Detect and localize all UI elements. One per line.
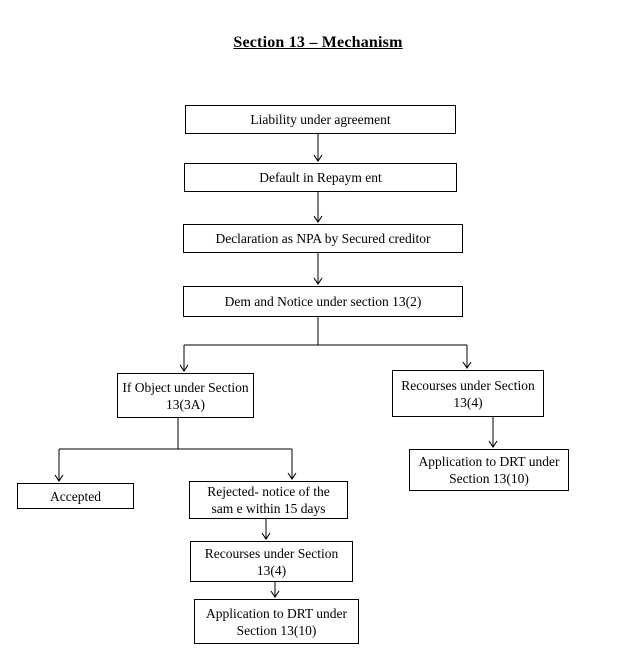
edge-recourses-right-to-drt-right <box>488 417 498 448</box>
arrowhead-icon <box>179 364 189 372</box>
edge-object-to-rejected <box>287 449 297 480</box>
arrowhead-icon <box>287 472 297 480</box>
edge-default-to-npa <box>313 192 323 223</box>
node-text: Accepted <box>50 488 101 504</box>
node-text: Dem and Notice under section 13(2) <box>224 294 422 309</box>
edge-recourses-left-to-drt-left <box>270 582 280 598</box>
node-rejected-notice: Rejected- notice of the sam e within 15 … <box>189 481 348 519</box>
node-text: 13(4) <box>453 394 483 410</box>
node-text: 13(4) <box>256 562 287 578</box>
node-liability-under-agreement: Liability under agreement <box>185 105 456 134</box>
edge-object-to-accepted <box>54 449 64 482</box>
node-text: Declaration as NPA by Secured creditor <box>215 231 431 246</box>
node-accepted: Accepted <box>17 483 134 509</box>
edge-npa-to-demand <box>313 253 323 285</box>
arrowhead-icon <box>261 532 271 540</box>
edge-object-trunk <box>59 418 292 450</box>
node-text: Recourses under Section <box>204 545 339 561</box>
node-if-object-under-section-13-3a: If Object under Section 13(3A) <box>117 373 254 418</box>
edge-demand-to-object <box>179 345 189 372</box>
node-demand-notice: Dem and Notice under section 13(2) <box>183 286 463 317</box>
arrowhead-icon <box>462 361 472 369</box>
edge-rejected-to-recourses-left <box>261 519 271 540</box>
node-application-to-drt-right: Application to DRT under Section 13(10) <box>409 449 569 491</box>
node-recourses-under-section-13-4-right: Recourses under Section 13(4) <box>392 370 544 417</box>
node-application-to-drt-left: Application to DRT under Section 13(10) <box>194 599 359 644</box>
node-text: Section 13(10) <box>236 622 317 638</box>
node-text: 13(3A) <box>166 396 205 412</box>
arrowhead-icon <box>313 277 323 285</box>
node-text: Recourses under Section <box>401 377 535 393</box>
arrowhead-icon <box>313 215 323 223</box>
arrowhead-icon <box>270 590 280 598</box>
node-default-in-repayment: Default in Repaym ent <box>184 163 457 192</box>
node-text: Liability under agreement <box>250 112 391 127</box>
arrowhead-icon <box>54 474 64 482</box>
node-recourses-under-section-13-4-left: Recourses under Section 13(4) <box>190 541 353 582</box>
diagram-title: Section 13 – Mechanism <box>233 34 403 51</box>
node-text: Application to DRT under <box>418 454 560 469</box>
node-text: Rejected- notice of the <box>207 484 330 499</box>
arrowhead-icon <box>313 154 323 162</box>
node-text: If Object under Section <box>122 379 249 395</box>
node-declaration-as-npa: Declaration as NPA by Secured creditor <box>183 224 463 253</box>
node-text: Section 13(10) <box>449 471 529 486</box>
edge-demand-to-recourses-right <box>462 345 472 369</box>
arrowhead-icon <box>488 440 498 448</box>
node-text: Application to DRT under <box>205 605 348 621</box>
edge-liability-to-default <box>313 134 323 162</box>
node-text: sam e within 15 days <box>211 501 326 516</box>
node-text: Default in Repaym ent <box>259 170 382 185</box>
edge-demand-trunk <box>184 317 467 346</box>
